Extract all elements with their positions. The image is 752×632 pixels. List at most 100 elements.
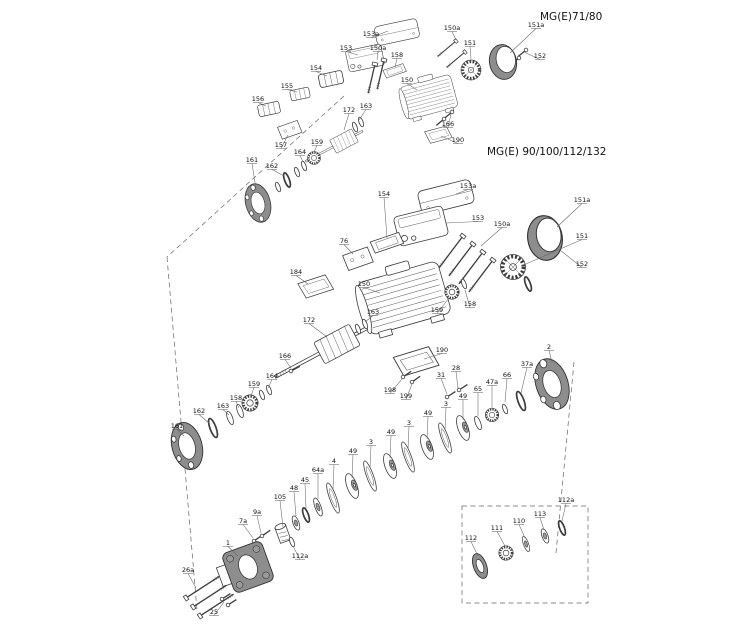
svg-text:150a: 150a: [444, 24, 460, 32]
svg-text:156: 156: [252, 95, 264, 103]
label-mge-71-80: MG(E)71/80: [540, 11, 602, 23]
svg-text:153a: 153a: [363, 30, 379, 38]
callout-161: 161: [246, 156, 258, 190]
callout-66: 66: [502, 371, 512, 403]
callout-105: 105: [274, 493, 286, 528]
seal-disc: [539, 527, 551, 545]
callout-31: 31: [436, 371, 448, 395]
callout-153: 153: [340, 44, 359, 56]
base-plate-small: [424, 125, 453, 145]
section-divider-lines: [166, 95, 575, 611]
washer: [293, 166, 301, 178]
callout-172: 172: [343, 106, 355, 131]
svg-text:172: 172: [303, 316, 315, 324]
svg-text:37a: 37a: [521, 360, 533, 368]
callout-7a: 7a: [238, 517, 254, 539]
svg-text:153: 153: [340, 44, 352, 52]
clamp-large: [341, 246, 375, 272]
callout-158: 158: [464, 289, 476, 308]
svg-text:25: 25: [210, 608, 218, 616]
seal-disc: [520, 535, 532, 553]
base-plate-large: [392, 344, 440, 378]
capacitor-small: [317, 69, 345, 89]
callout-28: 28: [451, 364, 461, 389]
callout-164: 164: [266, 372, 278, 389]
seal-detail-group: [461, 505, 589, 604]
callout-76: 76: [339, 237, 354, 255]
svg-text:161: 161: [246, 156, 258, 164]
svg-text:3: 3: [369, 438, 373, 446]
callout-112a: 112a: [558, 496, 574, 522]
neck-ring: [300, 506, 312, 524]
svg-text:49: 49: [349, 447, 357, 455]
svg-text:2: 2: [547, 343, 551, 351]
callout-150a: 150a: [370, 44, 386, 61]
callout-166: 166: [442, 113, 454, 128]
svg-text:26a: 26a: [182, 566, 194, 574]
callout-153a: 153a: [455, 182, 476, 195]
svg-text:3: 3: [444, 400, 448, 408]
svg-text:31: 31: [437, 371, 445, 379]
ball-bearing: [443, 283, 461, 301]
svg-text:49: 49: [459, 392, 467, 400]
svg-text:9a: 9a: [253, 508, 261, 516]
svg-text:47a: 47a: [486, 378, 498, 386]
svg-text:48: 48: [290, 484, 298, 492]
bearing-flange-small: [240, 180, 276, 226]
callout-111: 111: [491, 524, 506, 547]
svg-text:112a: 112a: [292, 552, 308, 560]
svg-text:190: 190: [436, 346, 448, 354]
callout-112a: 112a: [292, 545, 308, 560]
o-ring: [205, 416, 221, 440]
callout-157: 157: [275, 134, 289, 149]
callout-159: 159: [248, 380, 260, 397]
svg-text:49: 49: [387, 428, 395, 436]
svg-text:28: 28: [452, 364, 460, 372]
through-bolt: [435, 38, 459, 59]
washer: [460, 278, 468, 290]
bearing-ring: [484, 407, 500, 423]
svg-text:159: 159: [311, 138, 323, 146]
callout-163: 163: [358, 102, 372, 121]
callout-158: 158: [230, 394, 242, 409]
svg-text:162: 162: [193, 407, 205, 415]
through-bolt: [436, 232, 467, 271]
callout-152: 152: [559, 249, 588, 268]
callout-3: 3: [404, 419, 414, 450]
svg-text:166: 166: [442, 120, 454, 128]
callout-161: 161: [171, 422, 185, 437]
svg-text:1: 1: [226, 539, 230, 547]
svg-text:155: 155: [281, 82, 293, 90]
callout-113: 113: [534, 510, 546, 531]
callout-150a: 150a: [480, 220, 510, 247]
svg-text:163: 163: [360, 102, 372, 110]
callout-163: 163: [364, 308, 379, 323]
callout-25: 25: [209, 601, 225, 616]
seal-ring: [288, 536, 296, 548]
callout-172: 172: [303, 316, 328, 338]
svg-text:158: 158: [464, 300, 476, 308]
svg-text:161: 161: [171, 422, 183, 430]
callout-49: 49: [423, 409, 433, 440]
svg-text:158: 158: [391, 51, 403, 59]
svg-text:45: 45: [301, 476, 309, 484]
spacer: [311, 496, 325, 518]
callout-162: 162: [266, 162, 285, 177]
svg-text:150a: 150a: [370, 44, 386, 52]
svg-text:150a: 150a: [494, 220, 510, 228]
terminal-box-lid-small: [373, 17, 421, 47]
svg-text:159: 159: [431, 306, 443, 314]
callout-159: 159: [311, 138, 323, 153]
callout-26a: 26a: [182, 566, 197, 589]
callout-163: 163: [217, 402, 229, 416]
callout-166: 166: [279, 352, 292, 369]
callout-151a: 151a: [509, 21, 544, 54]
callout-199: 199: [400, 383, 413, 400]
callout-153: 153: [445, 214, 484, 224]
callout-151: 151: [525, 232, 588, 265]
callout-190: 190: [440, 135, 464, 144]
svg-text:112: 112: [465, 534, 477, 542]
o-ring: [281, 171, 293, 189]
